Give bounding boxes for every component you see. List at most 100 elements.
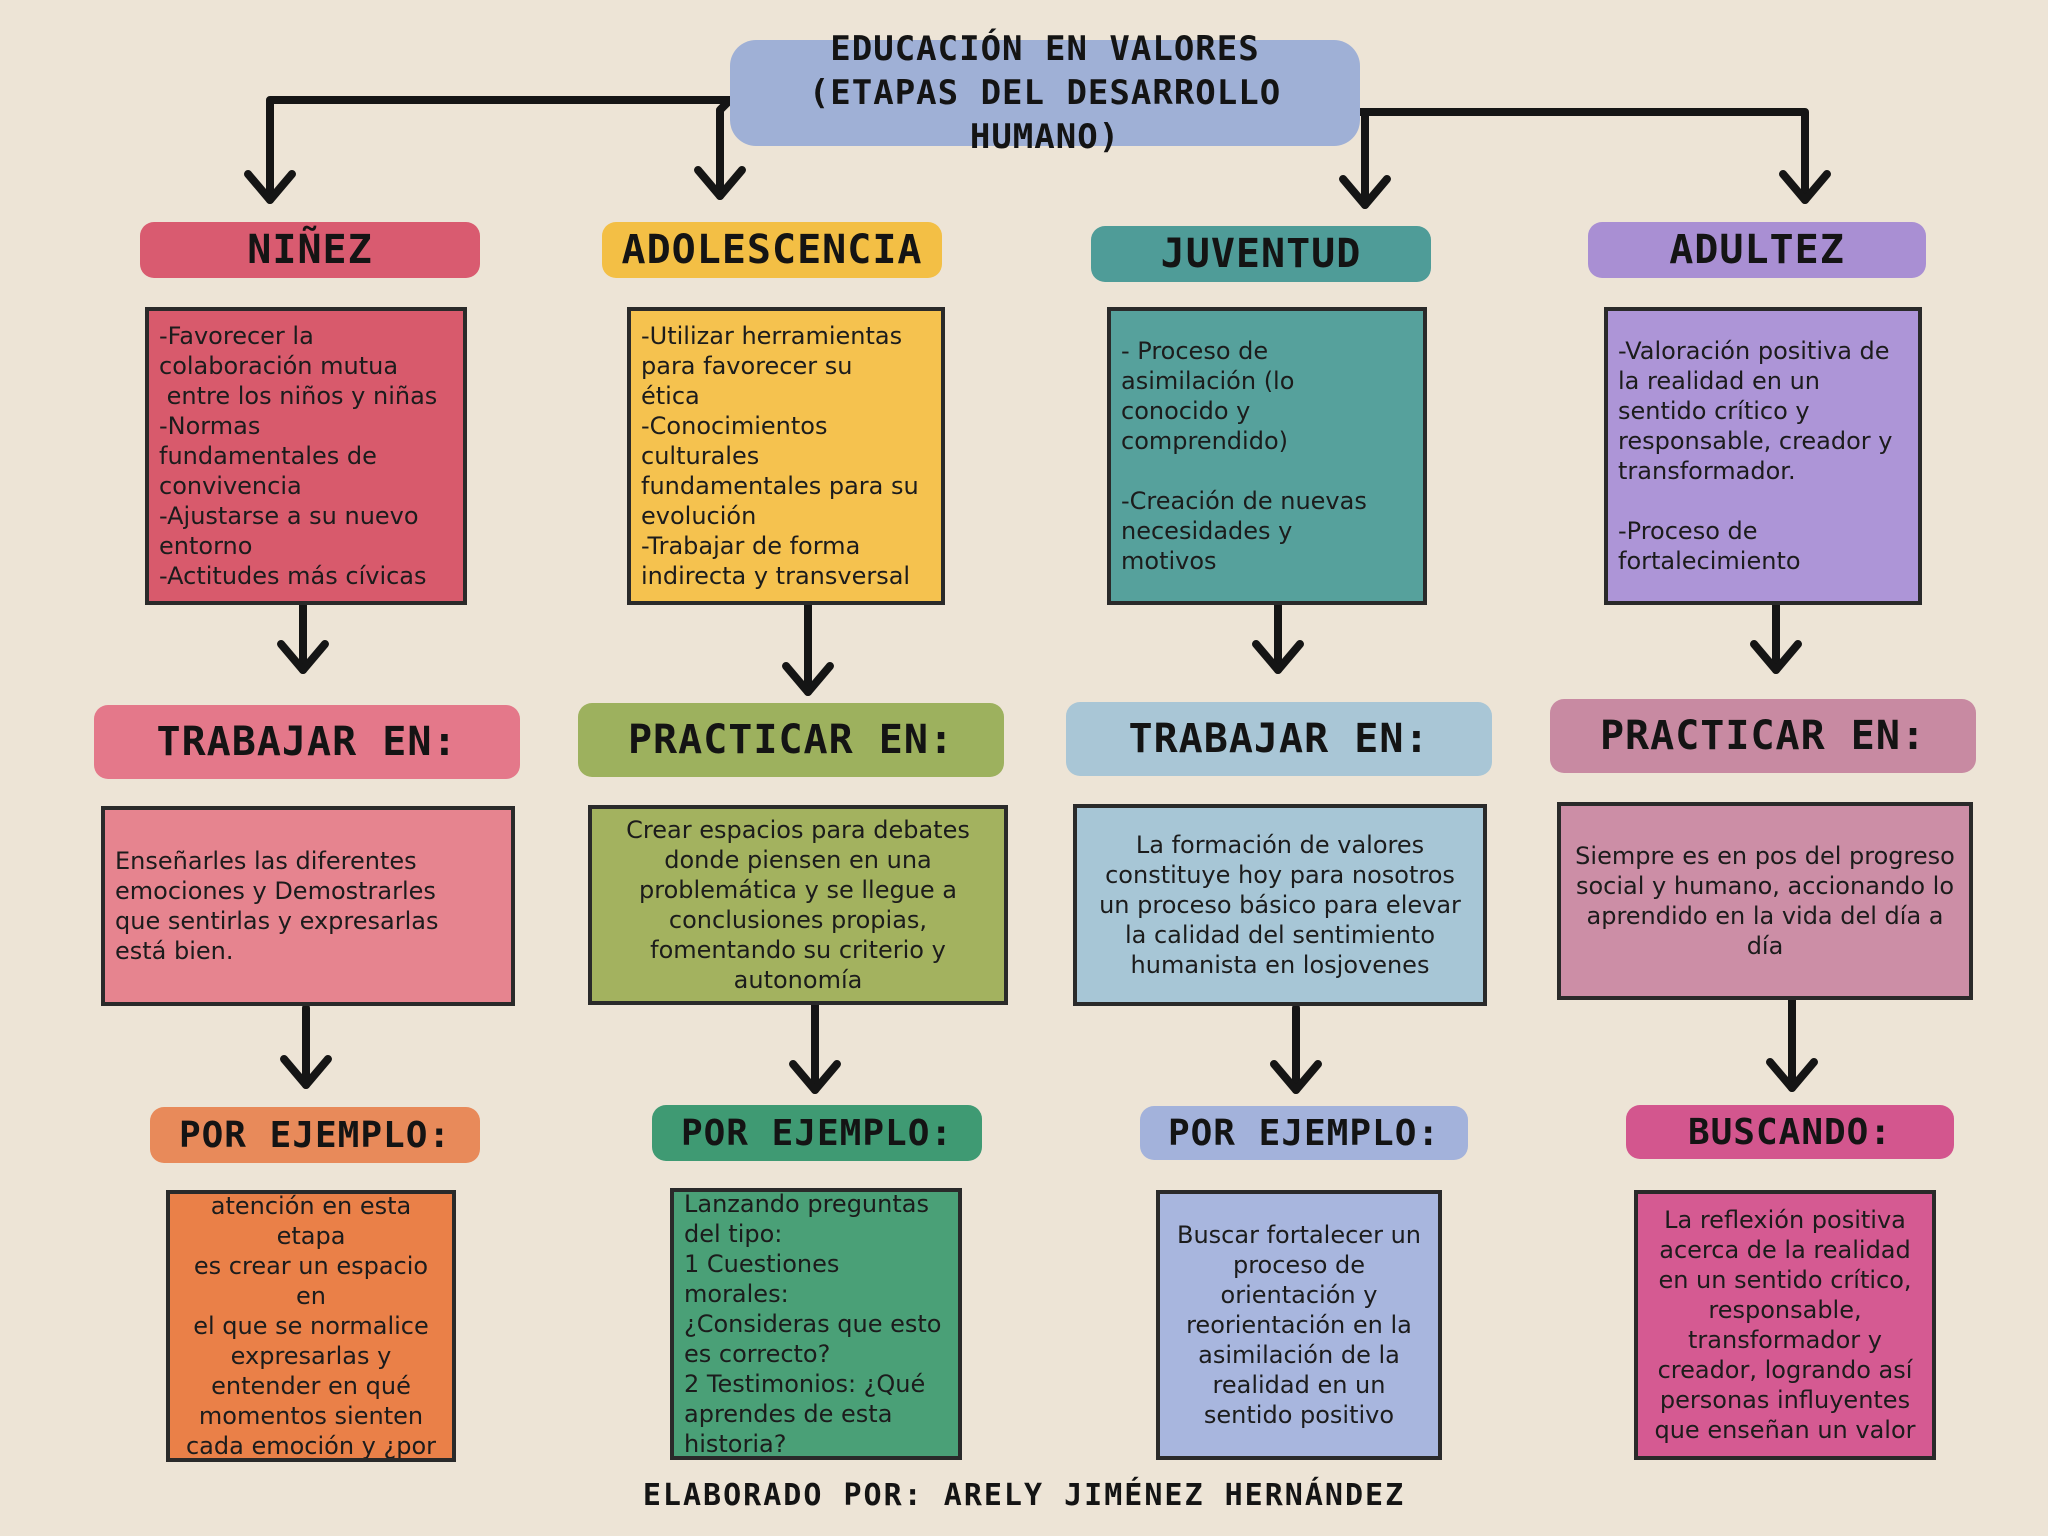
stage-text-line: -Actitudes más cívicas (159, 562, 427, 590)
stage-text-line: necesidades y (1121, 517, 1293, 545)
result-text-line: acerca de la realidad (1659, 1236, 1911, 1264)
result-text-line: en un sentido crítico, (1658, 1266, 1912, 1294)
action-label-4: PRACTICAR EN: (1550, 699, 1976, 773)
stage-text-line: fundamentales para su (641, 472, 919, 500)
result-text-line: ¿Consideras que esto (684, 1310, 942, 1338)
stage-text-line: -Favorecer la (159, 322, 314, 350)
author-credit: ELABORADO POR: ARELY JIMÉNEZ HERNÁNDEZ (642, 1478, 1406, 1513)
stage-text-line: -Utilizar herramientas (641, 322, 903, 350)
action-text-line: que sentirlas y expresarlas (115, 907, 439, 935)
stage-label-3: JUVENTUD (1091, 226, 1431, 282)
stage-text-line: -Ajustarse a su nuevo (159, 502, 419, 530)
action-text-line: día (1746, 932, 1784, 960)
stage-text-line: conocido y (1121, 397, 1251, 425)
action-text-line: Crear espacios para debates (626, 816, 970, 844)
arrowhead-ninez (244, 170, 296, 204)
result-text-line: es crear un espacio en (193, 1252, 436, 1310)
result-text-line: del tipo: (684, 1220, 783, 1248)
stage-text-line: colaboración mutua (159, 352, 399, 380)
result-text-line: cada emoción y ¿por (185, 1432, 437, 1460)
arrow-line-adultez (1356, 108, 1809, 204)
result-text-line: personas influyentes (1659, 1386, 1911, 1414)
stage-text-line: -Normas (159, 412, 261, 440)
stage-text-line: responsable, creador y (1618, 427, 1893, 455)
stage-text-line: asimilación (lo (1121, 367, 1295, 395)
result-label-4: BUSCANDO: (1626, 1105, 1954, 1159)
stage-label-1: NIÑEZ (140, 222, 480, 278)
result-text-line: asimilación de la (1198, 1341, 1400, 1369)
stage-text-line: para favorecer su (641, 352, 853, 380)
arrow-line-adolescencia (716, 96, 734, 200)
stage-text-line: - Proceso de (1121, 337, 1269, 365)
result-text-line: reorientación en la (1186, 1311, 1412, 1339)
result-text-line: La reflexión positiva (1664, 1206, 1906, 1234)
arrowhead-col1-2 (280, 1055, 332, 1089)
result-text-line: el que se normalice (193, 1312, 429, 1340)
stage-text-line: ética (641, 382, 700, 410)
result-text-line: aprendes de esta (684, 1400, 893, 1428)
action-text-line: está bien. (115, 937, 234, 965)
action-label-3: TRABAJAR EN: (1066, 702, 1492, 776)
arrowhead-col3-2 (1270, 1060, 1322, 1094)
arrowhead-col4-2 (1766, 1058, 1818, 1092)
action-text-line: Siempre es en pos del progreso (1575, 842, 1955, 870)
result-text-line: Lanzando preguntas (684, 1190, 929, 1218)
result-text-line: transformador y (1688, 1326, 1882, 1354)
stage-label-2: ADOLESCENCIA (602, 222, 942, 278)
action-text-line: donde piensen en una (664, 846, 932, 874)
action-text-line: emociones y Demostrarles (115, 877, 436, 905)
stage-text-line: entre los niños y niñas (159, 382, 438, 410)
main-title-line1: EDUCACIÓN EN VALORES (830, 28, 1260, 69)
action-text-line: La formación de valores (1135, 831, 1425, 859)
result-box-1: El principal foco deatención en esta eta… (166, 1190, 456, 1462)
stage-text-line: -Proceso de (1618, 517, 1758, 545)
result-text-line: 1 Cuestiones morales: (684, 1250, 848, 1308)
stage-text-line: culturales (641, 442, 760, 470)
stage-text-line: comprendido) (1121, 427, 1288, 455)
stage-text-line: fortalecimiento (1618, 547, 1801, 575)
stage-text-line: -Conocimientos (641, 412, 828, 440)
result-text-line: 2 Testimonios: ¿Qué (684, 1370, 926, 1398)
result-text-line: entender en qué (211, 1372, 411, 1400)
stage-text-line: sentido crítico y (1618, 397, 1810, 425)
action-text-line: un proceso básico para elevar (1099, 891, 1461, 919)
action-text-line: la calidad del sentimiento (1124, 921, 1436, 949)
main-title: EDUCACIÓN EN VALORES (ETAPAS DEL DESARRO… (730, 29, 1360, 157)
action-text-line: conclusiones propias, (668, 906, 928, 934)
result-text-line: orientación y (1220, 1281, 1378, 1309)
action-text-line: aprendido en la vida del día a (1586, 902, 1944, 930)
result-text-line: El principal foco de (180, 1190, 442, 1191)
stage-text-line: indirecta y transversal (641, 562, 911, 590)
result-text-line: es correcto? (684, 1340, 831, 1368)
stage-text-line: -Trabajar de forma (641, 532, 861, 560)
result-text-line: momentos sienten (198, 1402, 424, 1430)
stage-text-line: entorno (159, 532, 253, 560)
arrowhead-col3-1 (1252, 640, 1304, 674)
arrow-line-juventud (1356, 108, 1369, 209)
arrowhead-adultez (1779, 170, 1831, 204)
stage-text-line: la realidad en un (1618, 367, 1820, 395)
arrow-line-ninez (266, 96, 734, 204)
stage-label-4: ADULTEZ (1588, 222, 1926, 278)
result-text-line: proceso de (1232, 1251, 1366, 1279)
stage-text-line: motivos (1121, 547, 1217, 575)
stage-text-line: -Creación de nuevas (1121, 487, 1367, 515)
result-text-line: expresarlas y (230, 1342, 392, 1370)
arrowhead-col4-1 (1750, 640, 1802, 674)
stage-text-line: -Valoración positiva de (1618, 337, 1890, 365)
result-text-line: Buscar fortalecer un (1176, 1221, 1421, 1249)
result-text-line: qué? (180, 1461, 442, 1462)
action-label-1: TRABAJAR EN: (94, 705, 520, 779)
main-title-line2: (ETAPAS DEL DESARROLLO HUMANO) (808, 72, 1282, 158)
result-text-line: que enseñan un valor (1654, 1416, 1916, 1444)
result-text-line: creador, logrando así (1657, 1356, 1913, 1384)
result-text-line: sentido positivo (1203, 1401, 1395, 1429)
